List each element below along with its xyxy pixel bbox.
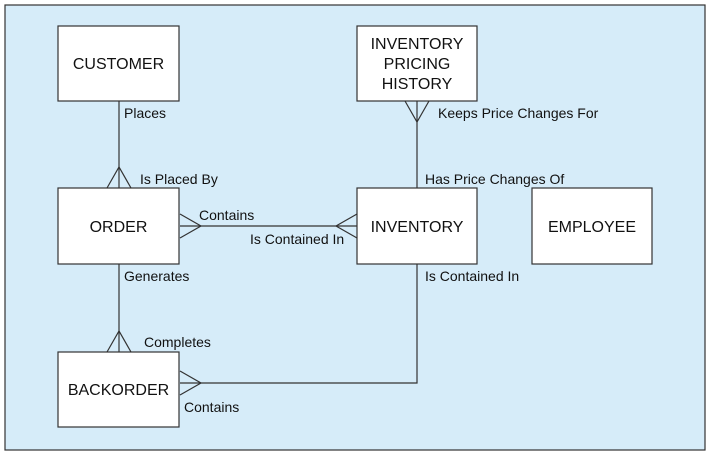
entity-employee[interactable]: EMPLOYEE [531, 187, 653, 265]
entity-order-label: ORDER [90, 219, 148, 236]
label-has-price-changes-of: Has Price Changes Of [425, 171, 564, 187]
label-is-contained-in-order: Is Contained In [250, 231, 344, 247]
label-is-contained-in-backorder: Is Contained In [425, 268, 519, 284]
history-label-line2: PRICING [384, 56, 451, 73]
entity-backorder-label: BACKORDER [68, 382, 169, 399]
crowsfoot-order-right [179, 213, 203, 239]
line-backorder-inventory [180, 264, 418, 384]
label-contains-backorder: Contains [184, 399, 239, 415]
label-completes: Completes [144, 334, 211, 350]
crowsfoot-inventory-left [334, 213, 358, 239]
entity-inventory-pricing-history[interactable]: INVENTORY PRICING HISTORY [356, 25, 478, 102]
entity-inventory[interactable]: INVENTORY [356, 187, 478, 265]
label-places: Places [124, 105, 166, 121]
entity-order[interactable]: ORDER [57, 187, 180, 265]
crowsfoot-backorder-right [179, 370, 203, 396]
label-generates: Generates [124, 268, 189, 284]
label-contains-order: Contains [199, 207, 254, 223]
entity-customer-label: CUSTOMER [73, 56, 164, 73]
crowsfoot-history-bottom [404, 100, 430, 124]
crowsfoot-backorder-top [106, 329, 132, 353]
entity-backorder[interactable]: BACKORDER [57, 351, 180, 428]
crowsfoot-order-top [106, 165, 132, 189]
label-is-placed-by: Is Placed By [140, 171, 218, 187]
entity-inventory-label: INVENTORY [371, 219, 464, 236]
history-label-line3: HISTORY [382, 76, 453, 93]
history-label-line1: INVENTORY [371, 36, 464, 53]
label-keeps-price-changes-for: Keeps Price Changes For [438, 105, 599, 121]
entity-customer[interactable]: CUSTOMER [57, 25, 180, 102]
connector-lines [106, 100, 430, 396]
entity-employee-label: EMPLOYEE [548, 219, 636, 236]
